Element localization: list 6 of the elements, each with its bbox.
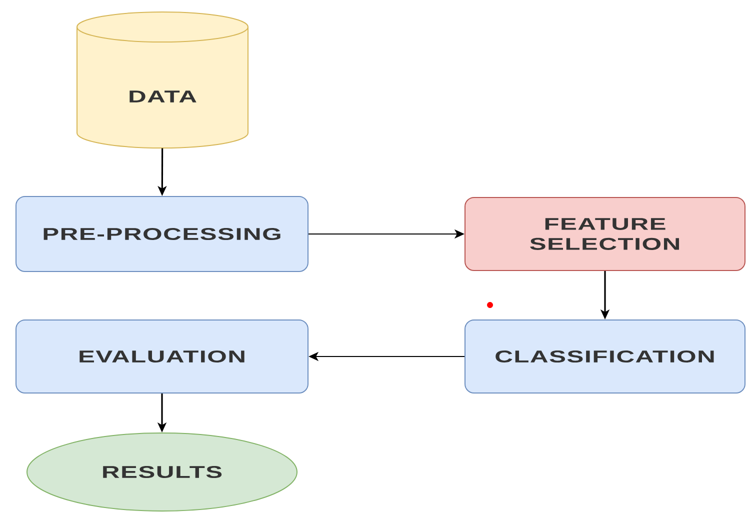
- process-box: EVALUATION: [16, 320, 308, 394]
- process-box: FEATURE SELECTION: [464, 197, 746, 271]
- process-box: PRE-PROCESSING: [16, 196, 308, 272]
- oval-terminal: RESULTS: [26, 432, 298, 512]
- database-cylinder: DATA: [76, 12, 248, 148]
- process-box: CLASSIFICATION: [464, 320, 746, 394]
